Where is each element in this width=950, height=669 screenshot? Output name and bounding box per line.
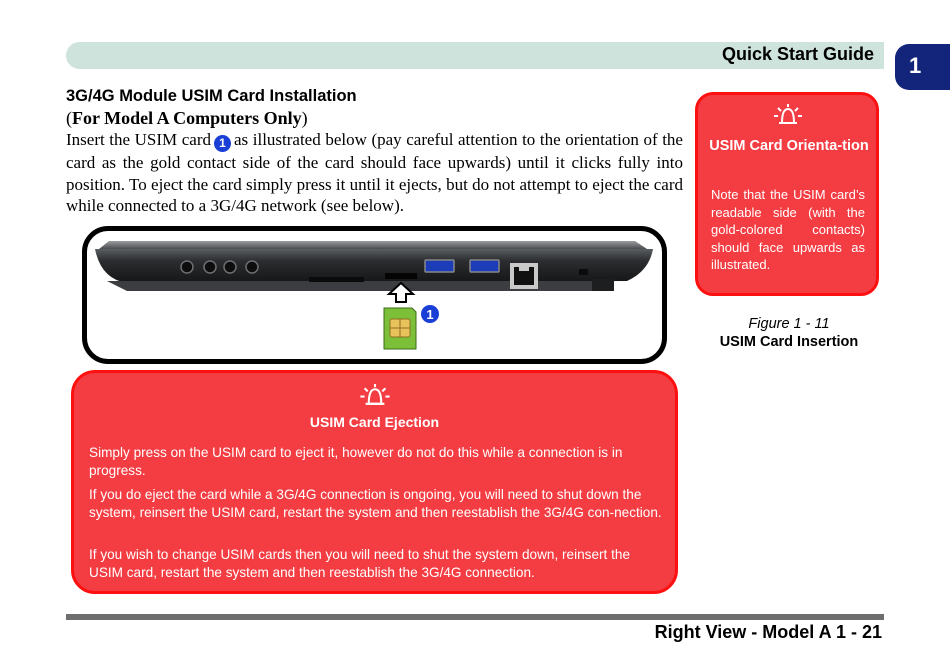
figure-callout-badge — [421, 305, 439, 323]
figure-number: Figure 1 - 11 — [748, 316, 830, 332]
orientation-note-box: USIM Card Orienta-tion Note that the USI… — [695, 92, 879, 296]
callout-badge: 1 — [214, 135, 231, 152]
model-note: (For Model A Computers Only) — [66, 108, 308, 128]
ejection-paragraph: If you do eject the card while a 3G/4G c… — [89, 487, 662, 520]
ejection-paragraph: If you wish to change USIM cards then yo… — [89, 547, 631, 580]
warning-alarm-icon — [774, 104, 802, 124]
laptop-side-illustration: 1 — [95, 241, 653, 350]
orientation-note-title: USIM Card Orienta-tion — [709, 138, 869, 154]
orientation-note-text: Note that the USIM card’s readable side … — [711, 187, 865, 272]
para-after: as illustrated below (pay careful attent… — [66, 130, 683, 215]
footer-rule — [66, 614, 884, 620]
page-header-title: Quick Start Guide — [721, 44, 874, 64]
insertion-arrow-icon — [386, 281, 416, 303]
figure-laptop-right-view: 1 — [82, 226, 667, 364]
ejection-paragraph: Simply press on the USIM card to eject i… — [89, 445, 623, 478]
figure-callout-text: 1 — [426, 307, 433, 322]
model-note-text: For Model A Computers Only — [72, 108, 302, 128]
page-footer: Right View - Model A 1 - 21 — [654, 622, 882, 642]
ejection-note-box: USIM Card Ejection Simply press on the U… — [71, 370, 678, 594]
figure-caption: Figure 1 - 11 USIM Card Insertion — [695, 316, 883, 350]
chapter-number: 1 — [909, 53, 922, 78]
ejection-note-title: USIM Card Ejection — [309, 414, 440, 430]
figure-title: USIM Card Insertion — [719, 334, 859, 350]
chapter-tab: 1 — [895, 44, 950, 90]
header-bar — [66, 42, 884, 69]
section-heading: 3G/4G Module USIM Card Installation — [66, 87, 357, 105]
warning-alarm-icon — [360, 384, 390, 405]
para-before: Insert the USIM card — [66, 130, 211, 149]
